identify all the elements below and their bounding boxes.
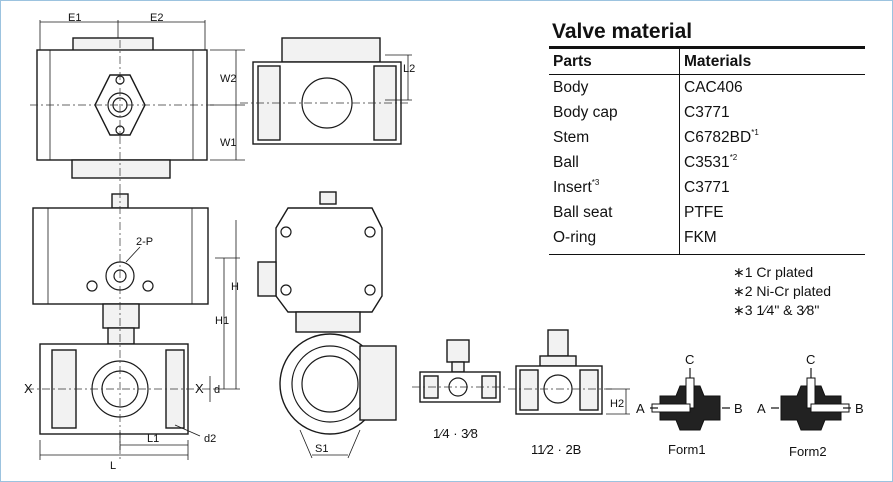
- material-cell: FKM: [679, 225, 865, 255]
- form2-label: Form2: [789, 444, 827, 459]
- form1-port-a: A: [636, 401, 645, 416]
- material-cell: PTFE: [680, 200, 866, 225]
- body-top-view: L2: [240, 37, 415, 145]
- dim-e2: E2: [150, 12, 163, 24]
- small-valve-large: H2 11⁄2 · 2B: [508, 329, 630, 457]
- material-footnote-mark: *2: [729, 153, 738, 162]
- part-name: O-ring: [553, 229, 597, 246]
- form2-port-c: C: [806, 352, 815, 367]
- part-footnote-mark: *3: [591, 178, 600, 187]
- material-footnote-mark: *1: [751, 128, 759, 137]
- form2-port-a: A: [757, 401, 766, 416]
- dim-l: L: [110, 460, 116, 472]
- part-cell: Body: [549, 74, 680, 100]
- valve-material-table: Valve material Parts Materials Body CAC40…: [549, 18, 865, 255]
- part-name: Body cap: [553, 104, 618, 121]
- table-row: Ball C3531*2: [549, 150, 865, 175]
- note-3: ∗3 1⁄4" & 3⁄8": [733, 302, 820, 318]
- material-cell: C6782BD*1: [680, 125, 866, 150]
- part-name: Insert: [553, 179, 592, 196]
- form2-diagram: C A B Form2: [757, 352, 864, 459]
- dim-s1: S1: [315, 443, 328, 455]
- dim-e1: E1: [68, 12, 81, 24]
- dim-w2: W2: [220, 73, 237, 85]
- part-cell: O-ring: [549, 225, 680, 255]
- note-2: ∗2 Ni-Cr plated: [733, 283, 832, 299]
- material-cell: CAC406: [680, 75, 866, 101]
- dim-h1: H1: [215, 315, 229, 327]
- form1-port-c: C: [685, 352, 694, 367]
- part-cell: Insert*3: [549, 175, 680, 200]
- actuator-top-view: E1 E2 W2 W1: [30, 12, 245, 190]
- material-name: FKM: [684, 229, 717, 246]
- dim-d2: d2: [204, 433, 216, 445]
- small-valve-quarter: 1⁄4 · 3⁄8: [412, 339, 508, 441]
- dim-x-right: X: [195, 381, 204, 396]
- part-name: Ball: [553, 154, 579, 171]
- material-name: PTFE: [684, 204, 724, 221]
- part-cell: Ball seat: [549, 200, 680, 225]
- form2-port-b: B: [855, 401, 864, 416]
- material-cell: C3771: [680, 175, 866, 200]
- material-name: C3531: [684, 154, 730, 171]
- table-row: Stem C6782BD*1: [549, 125, 865, 150]
- form1-diagram: C A B Form1: [636, 352, 743, 457]
- material-notes: ∗1 Cr plated ∗2 Ni-Cr plated ∗3 1⁄4" & 3…: [733, 263, 831, 320]
- table-row: Ball seat PTFE: [549, 200, 865, 225]
- part-name: Body: [553, 79, 589, 96]
- dim-l1: L1: [147, 433, 159, 445]
- dim-h: H: [231, 281, 239, 293]
- table-header-row: Parts Materials: [549, 49, 865, 75]
- note-1: ∗1 Cr plated: [733, 264, 814, 280]
- header-parts: Parts: [549, 49, 680, 75]
- material-name: C3771: [684, 179, 730, 196]
- form1-label: Form1: [668, 442, 706, 457]
- material-cell: C3771: [680, 100, 866, 125]
- material-name: C3771: [684, 104, 730, 121]
- part-cell: Ball: [549, 150, 680, 175]
- actuator-front-view: 2-P X X d H H1 d2 L L1: [24, 190, 240, 472]
- table-row: O-ring FKM: [549, 225, 865, 255]
- part-cell: Body cap: [549, 100, 680, 125]
- header-materials: Materials: [679, 49, 865, 75]
- form1-port-b: B: [734, 401, 743, 416]
- dim-l2: L2: [403, 63, 415, 75]
- dim-x-left: X: [24, 381, 33, 396]
- dim-h2: H2: [610, 398, 624, 410]
- size-label-quarter: 1⁄4 · 3⁄8: [433, 426, 478, 441]
- material-name: C6782BD: [684, 129, 752, 146]
- part-name: Stem: [553, 129, 590, 146]
- table-row: Body cap C3771: [549, 100, 865, 125]
- body-side-view: S1: [257, 191, 397, 459]
- dim-d: d: [214, 384, 220, 396]
- size-label-large: 11⁄2 · 2B: [531, 442, 581, 457]
- part-name: Ball seat: [553, 204, 613, 221]
- table-title: Valve material: [549, 18, 865, 49]
- port-label: 2-P: [136, 236, 153, 248]
- dim-w1: W1: [220, 137, 237, 149]
- material-name: CAC406: [684, 79, 743, 96]
- material-cell: C3531*2: [680, 150, 866, 175]
- table-row: Body CAC406: [549, 74, 866, 101]
- part-cell: Stem: [549, 125, 680, 150]
